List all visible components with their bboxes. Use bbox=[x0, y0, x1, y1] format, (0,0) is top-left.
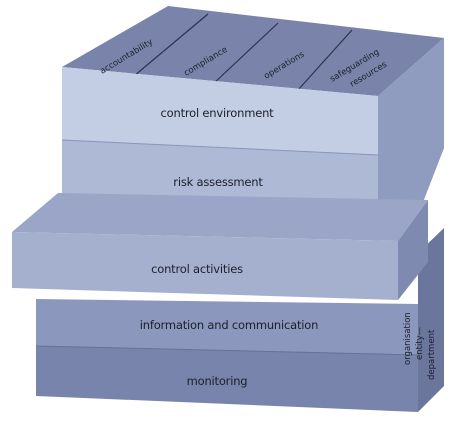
objective-divider bbox=[211, 22, 279, 86]
monitoring-label: monitoring bbox=[187, 374, 248, 388]
control-environment-face bbox=[62, 67, 378, 155]
organisation-side-face bbox=[418, 228, 444, 412]
objective-divider bbox=[297, 29, 353, 91]
control-activities-label: control activities bbox=[151, 262, 243, 276]
control-environment-label: control environment bbox=[161, 106, 275, 120]
objective-divider bbox=[127, 13, 209, 82]
information-and-communication-label: information and communication bbox=[140, 318, 318, 332]
control-activities-side-face bbox=[398, 200, 428, 300]
objectives-top-face bbox=[62, 6, 444, 96]
side-label-department: department bbox=[427, 329, 437, 380]
information-and-communication-face bbox=[36, 299, 418, 355]
control-activities-top-face bbox=[12, 193, 428, 241]
side-label-organisation: organisation bbox=[403, 312, 413, 365]
layer-edge bbox=[35, 345, 419, 356]
control-activities-face bbox=[12, 232, 398, 300]
monitoring-face bbox=[36, 346, 418, 412]
upper-block-side-face bbox=[378, 38, 444, 222]
side-label-entity: entity— bbox=[415, 326, 425, 360]
layer-edge bbox=[61, 139, 379, 156]
risk-assessment-label: risk assessment bbox=[173, 175, 263, 189]
